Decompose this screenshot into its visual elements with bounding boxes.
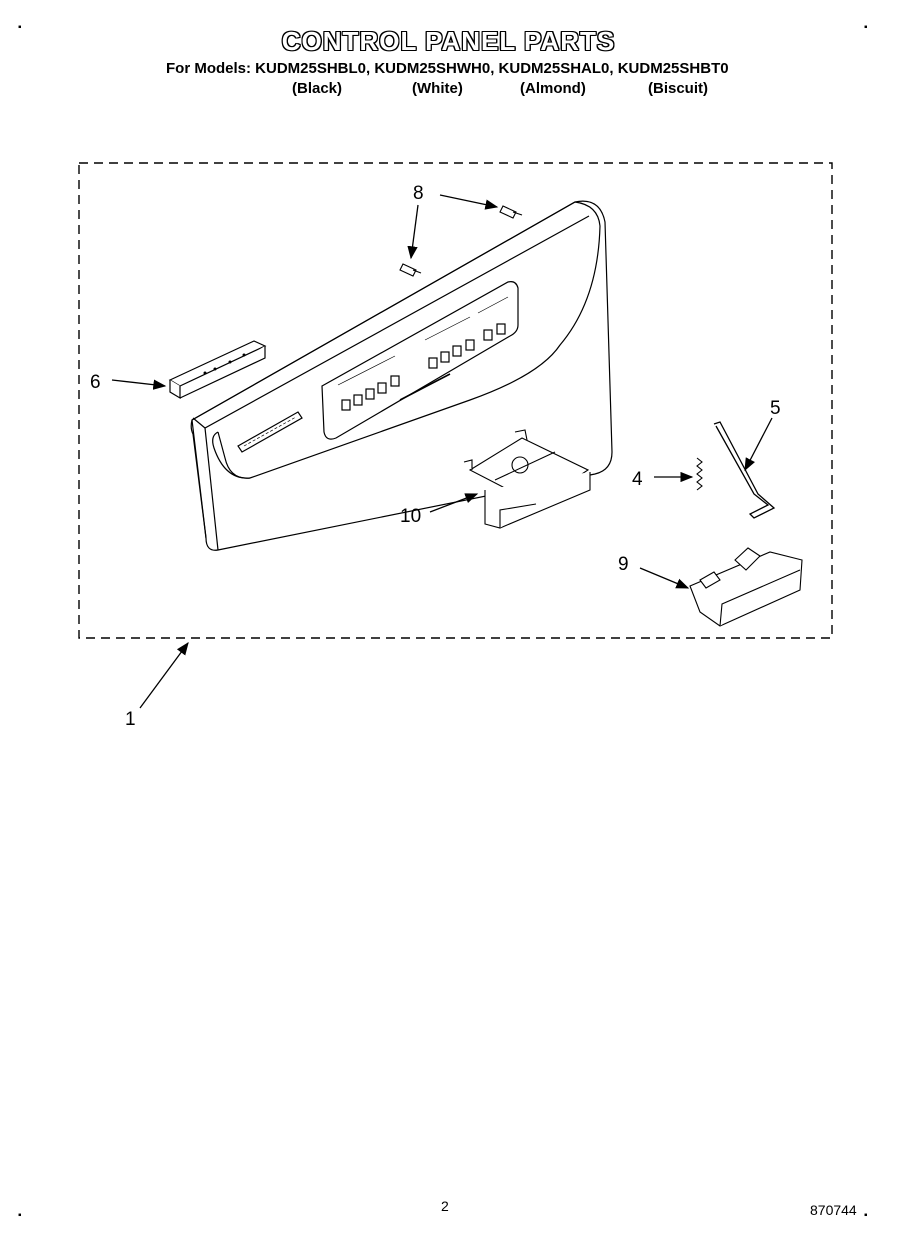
latch-part-9 [689, 547, 803, 627]
page-number: 2 [441, 1198, 449, 1214]
callout-1: 1 [125, 709, 136, 730]
leader-8b [407, 204, 419, 260]
models-line: For Models: KUDM25SHBL0, KUDM25SHWH0, KU… [166, 60, 729, 77]
corner-mark-bottom-left: ▪ [18, 1210, 22, 1221]
leader-9 [639, 567, 690, 589]
variant-black: (Black) [292, 80, 343, 97]
callout-8: 8 [413, 183, 424, 204]
leader-lines [111, 194, 773, 709]
rod-part-5 [713, 421, 776, 519]
variant-white: (White) [412, 80, 463, 97]
variant-biscuit: (Biscuit) [648, 80, 708, 97]
assembly-boundary [78, 162, 833, 639]
callout-10: 10 [400, 506, 421, 527]
callout-9: 9 [618, 554, 629, 575]
callout-4: 4 [632, 469, 643, 490]
callout-6: 6 [90, 372, 101, 393]
variant-almond: (Almond) [520, 80, 586, 97]
page-title: CONTROL PANEL PARTS [281, 26, 616, 56]
clip-part-4 [696, 457, 703, 491]
leader-6 [111, 379, 167, 390]
corner-mark-top-left: ▪ [18, 22, 22, 33]
leader-1 [139, 641, 189, 709]
document-number: 870744 [810, 1202, 857, 1218]
leader-10 [429, 493, 479, 513]
screw-part-8 [399, 205, 523, 277]
bar-part-6 [168, 340, 267, 400]
callout-5: 5 [770, 398, 781, 419]
bracket-part-10 [463, 429, 591, 529]
leader-5 [744, 417, 773, 472]
corner-mark-top-right: ▪ [864, 22, 868, 33]
corner-mark-bottom-right: ▪ [864, 1210, 868, 1221]
leader-8a [439, 194, 499, 210]
